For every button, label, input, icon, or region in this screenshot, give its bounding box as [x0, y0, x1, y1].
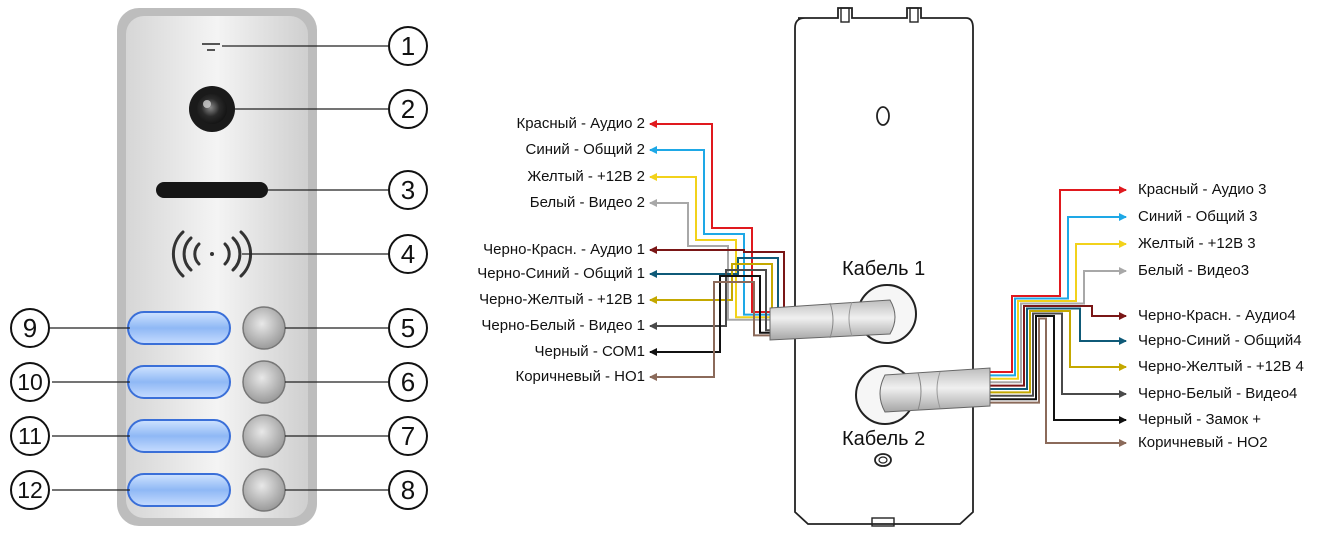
callout-12: 12 — [10, 470, 50, 510]
speaker-slot — [156, 182, 268, 198]
cable1-wire-label: Коричневый - НО1 — [515, 368, 645, 385]
cable2-wire — [985, 312, 1127, 398]
cable1-wire-label: Черно-Синий - Общий 1 — [477, 265, 645, 282]
callout-11: 11 — [10, 416, 50, 456]
cable2-wire — [985, 213, 1127, 377]
call-button-8[interactable] — [242, 468, 286, 512]
cable2-wire-label: Черно-Красн. - Аудио4 — [1138, 307, 1296, 324]
cable2-sheath — [879, 367, 991, 413]
mounting-hole-top — [876, 106, 890, 126]
call-button-12[interactable] — [127, 473, 231, 507]
callout-8: 8 — [388, 470, 428, 510]
mounting-hole-bottom — [874, 453, 892, 467]
cable2-wire — [985, 305, 1127, 387]
cable2-wires — [985, 186, 1127, 447]
camera-icon — [189, 86, 235, 132]
callout-3: 3 — [388, 170, 428, 210]
cable2-wire — [985, 315, 1127, 424]
callout-4: 4 — [388, 234, 428, 274]
callout-7: 7 — [388, 416, 428, 456]
callout-1: 1 — [388, 26, 428, 66]
round-buttons — [242, 306, 286, 512]
cable2-wire — [985, 307, 1127, 390]
callout-lines — [48, 45, 388, 491]
cable2-wire-label: Красный - Аудио 3 — [1138, 181, 1267, 198]
cable2-wire — [985, 240, 1127, 380]
door-panel — [48, 8, 388, 526]
callout-2: 2 — [388, 89, 428, 129]
callout-9: 9 — [10, 308, 50, 348]
microphone-icon — [202, 43, 220, 51]
cable2-wire-label: Черно-Синий - Общий4 — [1138, 332, 1302, 349]
cable2-wire-label: Коричневый - НО2 — [1138, 434, 1268, 451]
cable1-wire-label: Черный - СОМ1 — [534, 343, 645, 360]
callout-6: 6 — [388, 362, 428, 402]
cable2-wire — [985, 310, 1127, 394]
cable1-wire — [649, 281, 788, 381]
cable1-wire-label: Белый - Видео 2 — [529, 194, 645, 211]
cable1-wire-label: Черно-Белый - Видео 1 — [481, 317, 645, 334]
callout-10: 10 — [10, 362, 50, 402]
cable1-wire — [649, 199, 776, 321]
cable1-wire — [649, 120, 770, 313]
call-button-6[interactable] — [242, 360, 286, 404]
cable1-wire-label: Синий - Общий 2 — [525, 141, 645, 158]
call-button-11[interactable] — [127, 419, 231, 453]
call-button-7[interactable] — [242, 414, 286, 458]
housing-clips — [840, 7, 919, 527]
cable1-wire — [649, 275, 786, 356]
cable2-wire-label: Белый - Видео3 — [1138, 262, 1250, 279]
cable2-wire-label: Черный - Замок + — [1138, 411, 1262, 428]
call-button-10[interactable] — [127, 365, 231, 399]
cable1-wires — [649, 120, 788, 381]
cable1-wire-label: Красный - Аудио 2 — [516, 115, 645, 132]
cable2-wire-label: Синий - Общий 3 — [1138, 208, 1258, 225]
cable2-wire-label: Черно-Желтый - +12В 4 — [1138, 358, 1304, 375]
cable2-wire-label: Желтый - +12В 3 — [1138, 235, 1256, 252]
cable1-wire-label: Черно-Красн. - Аудио 1 — [483, 241, 645, 258]
call-button-9[interactable] — [127, 311, 231, 345]
cable1-wire — [649, 146, 772, 316]
callout-5: 5 — [388, 308, 428, 348]
cable1-wire-label: Черно-Желтый - +12В 1 — [479, 291, 645, 308]
cable2-wire-label: Черно-Белый - Видео4 — [1138, 385, 1298, 402]
cable1-wire — [649, 173, 774, 319]
cable2-wire — [985, 317, 1127, 447]
cable1-wire-label: Желтый - +12В 2 — [527, 168, 645, 185]
call-button-5[interactable] — [242, 306, 286, 350]
cable2-caption: Кабель 2 — [842, 428, 926, 450]
cable2-wire — [985, 267, 1127, 384]
cable1-sheath — [769, 299, 896, 341]
cable1-caption: Кабель 1 — [842, 258, 926, 280]
cable2-wire — [985, 186, 1127, 373]
